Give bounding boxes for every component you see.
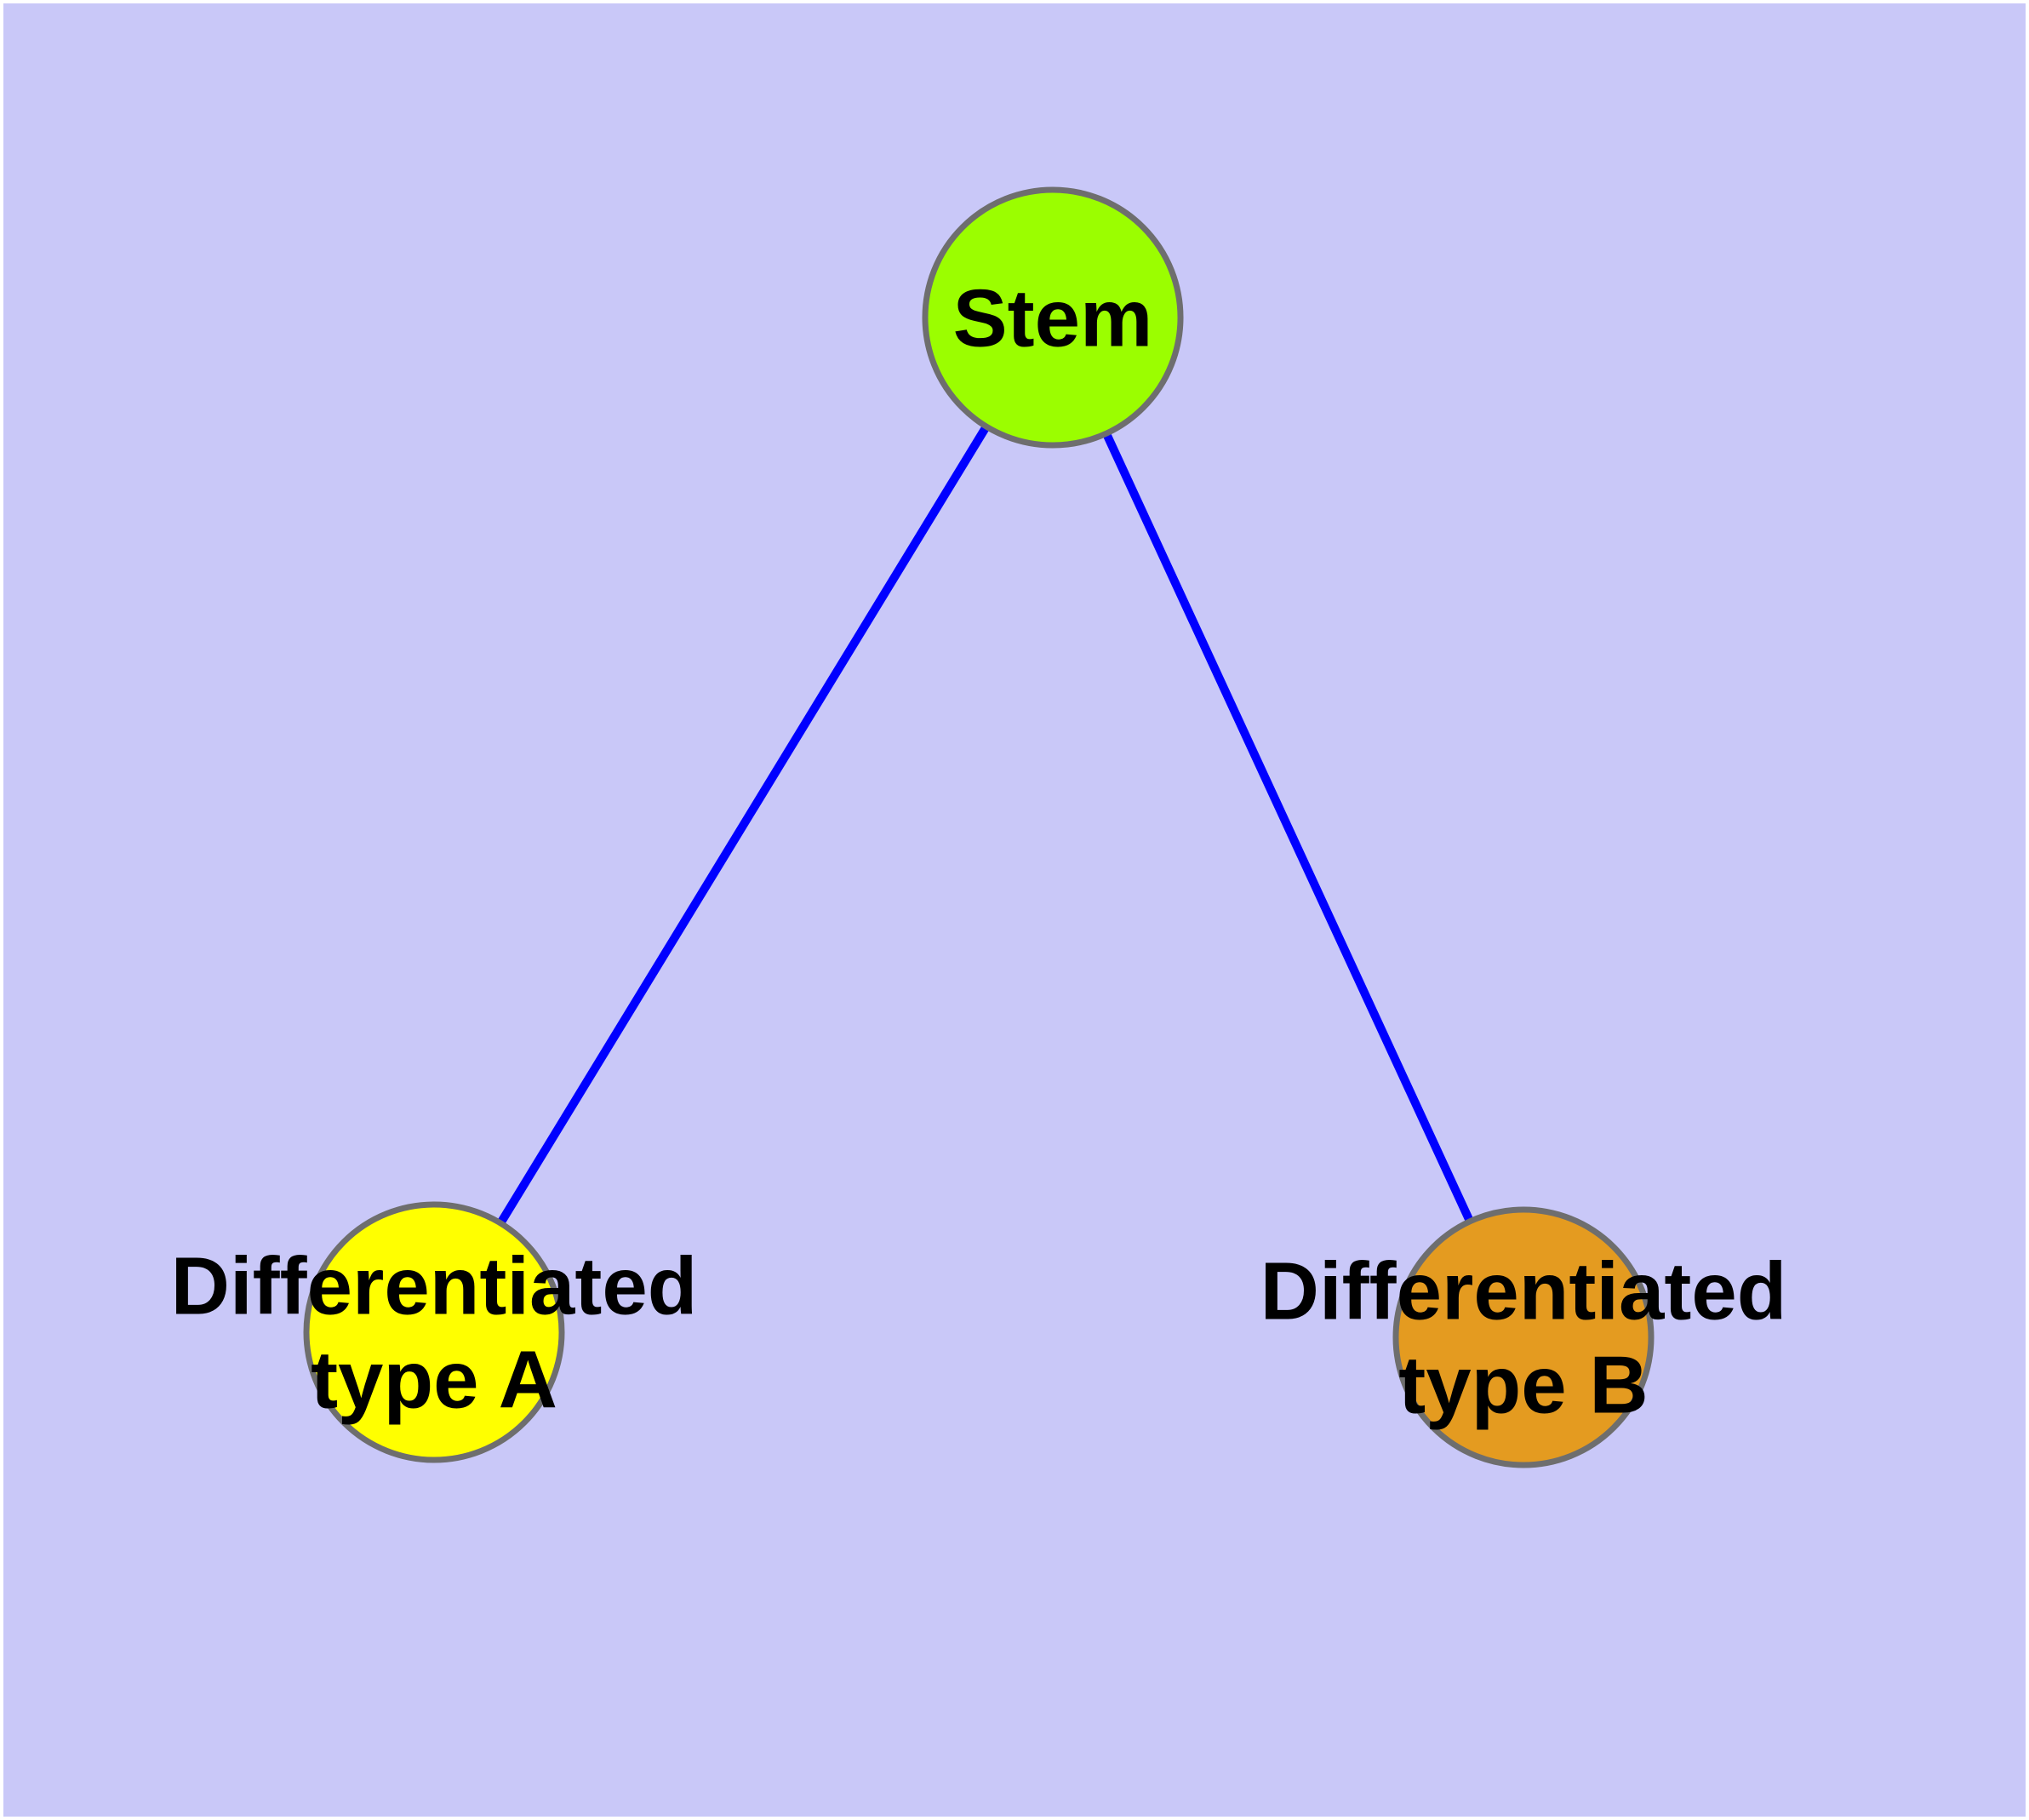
edge-stem-to-differentiated-type-a <box>430 315 1057 1335</box>
node-differentiated-type-b <box>1392 1206 1655 1468</box>
node-label-line: Differentiated <box>171 1241 698 1332</box>
edge-stem-to-differentiated-type-b <box>1049 315 1528 1340</box>
node-label-line: type B <box>1398 1340 1648 1431</box>
node-label-line: Stem <box>953 273 1153 364</box>
edges-layer <box>430 315 1528 1340</box>
node-label-line: type A <box>311 1335 557 1426</box>
node-stem <box>922 186 1184 449</box>
nodes-layer <box>303 186 1655 1468</box>
node-differentiated-type-a <box>303 1201 565 1463</box>
node-label-stem: Stem <box>953 273 1153 364</box>
node-label-line: Differentiated <box>1260 1246 1787 1337</box>
